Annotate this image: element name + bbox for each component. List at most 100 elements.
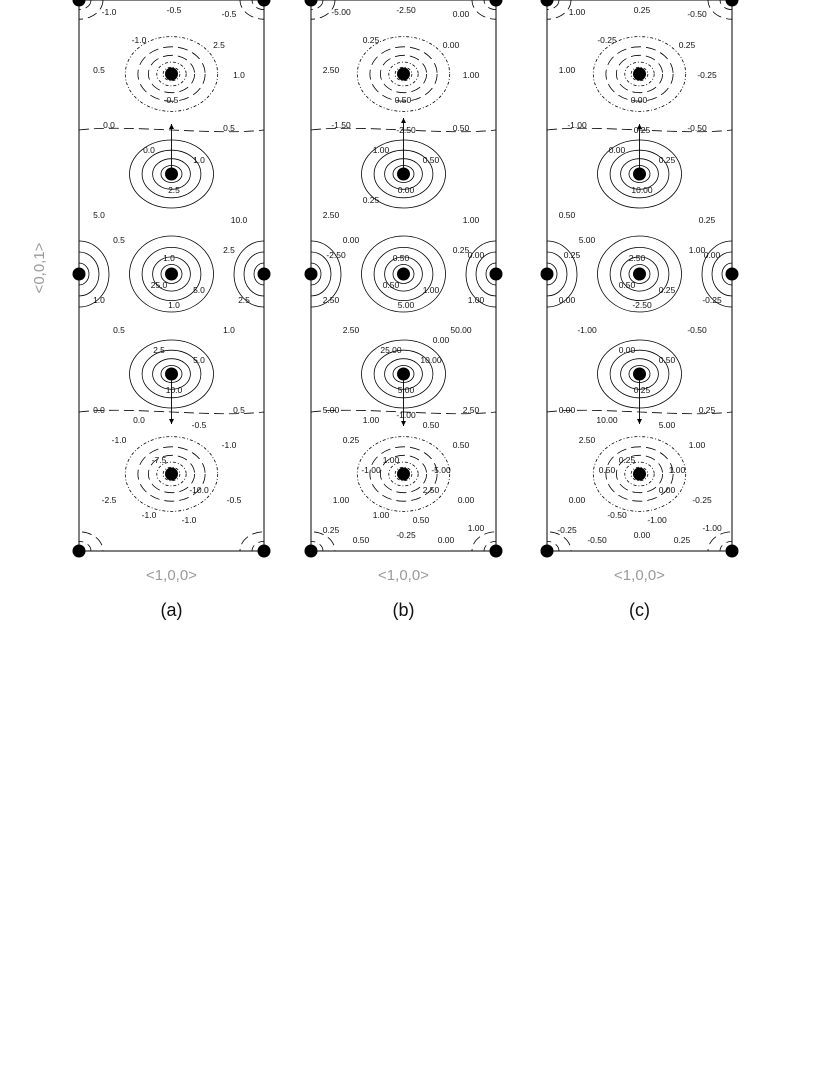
contour-line xyxy=(721,262,732,286)
contour-label: 2.50 xyxy=(463,405,480,415)
atom-dot xyxy=(540,267,554,281)
atom-dot xyxy=(257,267,271,281)
contour-line xyxy=(384,256,423,292)
contour-label: -2.50 xyxy=(396,5,416,15)
contour-label: 0.50 xyxy=(395,95,412,105)
contour-line xyxy=(547,251,568,297)
contour-line xyxy=(311,262,322,286)
x-axis-label: <1,0,0> xyxy=(146,567,197,584)
contour-label: 5.0 xyxy=(193,285,205,295)
contour-label: 10.0 xyxy=(166,385,183,395)
x-axis-label: <1,0,0> xyxy=(378,567,429,584)
contour-line xyxy=(394,66,413,82)
contour-label: 0.00 xyxy=(704,250,721,260)
contour-label: 2.5 xyxy=(168,185,180,195)
contour-label: -2.50 xyxy=(326,250,346,260)
contour-line xyxy=(630,466,649,482)
atom-dot xyxy=(165,167,178,181)
contour-label: 0.5 xyxy=(93,65,105,75)
contour-line xyxy=(616,454,664,494)
contour-label: -0.5 xyxy=(167,5,182,15)
contour-line xyxy=(609,246,670,301)
contour-label: 0.50 xyxy=(353,535,370,545)
contour-label: 0.25 xyxy=(343,435,360,445)
contour-label: -1.0 xyxy=(112,435,127,445)
atom-dot xyxy=(304,267,318,281)
contour-label: 0.50 xyxy=(393,253,410,263)
contour-line xyxy=(233,240,264,308)
contour-label: 0.00 xyxy=(433,335,450,345)
contour-label: -1.50 xyxy=(331,120,351,130)
contour-label: -10.0 xyxy=(189,485,209,495)
contour-label: 1.00 xyxy=(689,245,706,255)
contour-line xyxy=(394,466,413,482)
contour-line xyxy=(379,454,427,494)
contour-label: -1.00 xyxy=(396,410,416,420)
contour-line xyxy=(361,235,446,313)
contour-label: 0.50 xyxy=(559,210,576,220)
contour-line xyxy=(597,235,682,313)
contour-line xyxy=(162,66,181,82)
atom-dot xyxy=(165,367,178,381)
contour-line xyxy=(137,446,206,502)
contour-label: 2.5 xyxy=(223,245,235,255)
atom-dot xyxy=(165,467,178,481)
contour-label: 0.00 xyxy=(634,530,651,540)
contour-line xyxy=(605,46,674,102)
contour-line xyxy=(620,256,659,292)
contour-label: -5.00 xyxy=(431,465,451,475)
contour-label: -0.50 xyxy=(607,510,627,520)
contour-line xyxy=(162,466,181,482)
contour-label: -1.00 xyxy=(647,515,667,525)
contour-line xyxy=(243,251,264,297)
contour-label: 0.25 xyxy=(659,285,676,295)
atom-dot xyxy=(397,67,410,81)
contour-line xyxy=(630,66,649,82)
contour-line xyxy=(152,256,191,292)
contour-label: -2.50 xyxy=(396,125,416,135)
contour-label: 0.00 xyxy=(619,345,636,355)
contour-line xyxy=(465,240,496,308)
contour-label: 0.5 xyxy=(233,405,245,415)
contour-label: 0.25 xyxy=(453,245,470,255)
arrow-head xyxy=(401,118,406,123)
contour-label: -1.0 xyxy=(142,510,157,520)
contour-label: 1.00 xyxy=(463,70,480,80)
contour-label: 2.50 xyxy=(579,435,596,445)
contour-label: -1.0 xyxy=(182,515,197,525)
atom-dot xyxy=(633,267,646,281)
contour-label: 5.00 xyxy=(398,385,415,395)
contour-line xyxy=(156,461,187,487)
contour-label: 0.50 xyxy=(423,155,440,165)
contour-label: 0.50 xyxy=(453,440,470,450)
contour-label: 0.00 xyxy=(443,40,460,50)
atom-dot xyxy=(633,367,646,381)
contour-label: 0.0 xyxy=(93,405,105,415)
contour-label: 0.25 xyxy=(363,35,380,45)
contour-label: 2.50 xyxy=(323,295,340,305)
contour-label: 1.00 xyxy=(468,295,485,305)
contour-label: 0.00 xyxy=(343,235,360,245)
contour-label: 10.00 xyxy=(596,415,618,425)
contour-label: 0.5 xyxy=(113,325,125,335)
contour-line xyxy=(379,54,427,94)
atom-dot xyxy=(72,544,86,558)
atom-dot xyxy=(725,267,739,281)
atom-dot xyxy=(725,0,739,7)
contour-label: 2.5 xyxy=(153,345,165,355)
contour-line xyxy=(547,240,578,308)
contour-label: 0.5 xyxy=(113,235,125,245)
contour-label: -0.5 xyxy=(227,495,242,505)
contour-label: 0.00 xyxy=(609,145,626,155)
contour-line xyxy=(160,264,183,284)
contour-label: 25.0 xyxy=(151,280,168,290)
contour-label: 0.5 xyxy=(223,123,235,133)
contour-label: 5.00 xyxy=(398,300,415,310)
contour-label: 0.25 xyxy=(363,195,380,205)
contour-label: 1.00 xyxy=(468,523,485,533)
contour-line xyxy=(592,436,687,512)
contour-label: -1.00 xyxy=(702,523,722,533)
atom-dot xyxy=(633,167,646,181)
